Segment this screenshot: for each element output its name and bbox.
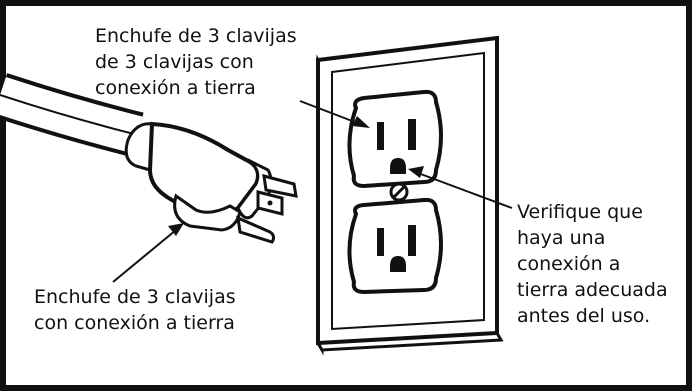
cord-plug-label-line-2: con conexión a tierra (34, 312, 235, 334)
ground-check-label-line-2: haya una (517, 227, 606, 249)
upper-left-slot (377, 122, 384, 150)
outlet-plug-label-line-2: de 3 clavijas con (95, 51, 254, 73)
lower-right-slot (408, 225, 416, 256)
leader-ground-check (408, 166, 513, 209)
outlet-plug-label: Enchufe de 3 clavijas de 3 clavijas con … (95, 23, 297, 101)
lower-ground-hole (390, 256, 406, 272)
grounded-plug (124, 121, 298, 244)
upper-ground-hole (390, 158, 406, 174)
outlet-plug-label-line-1: Enchufe de 3 clavijas (95, 25, 297, 47)
upper-receptacle (347, 89, 443, 189)
leader-outlet (299, 100, 370, 128)
center-screw (389, 182, 409, 202)
leader-cord-plug (112, 223, 184, 283)
ground-check-label: Verifique que haya una conexión a tierra… (517, 199, 668, 329)
upper-right-slot (408, 119, 416, 150)
ground-check-label-line-1: Verifique que (517, 201, 643, 223)
ground-check-label-line-4: tierra adecuada (517, 279, 668, 301)
power-cord (0, 73, 144, 158)
outlet-plug-label-line-3: conexión a tierra (95, 77, 256, 99)
ground-check-label-line-5: antes del uso. (517, 305, 651, 327)
ground-check-label-line-3: conexión a (517, 253, 621, 275)
cord-plug-label-line-1: Enchufe de 3 clavijas (34, 286, 236, 308)
cord-plug-label: Enchufe de 3 clavijas con conexión a tie… (34, 284, 236, 336)
lower-left-slot (377, 228, 384, 256)
lower-receptacle (347, 197, 443, 295)
